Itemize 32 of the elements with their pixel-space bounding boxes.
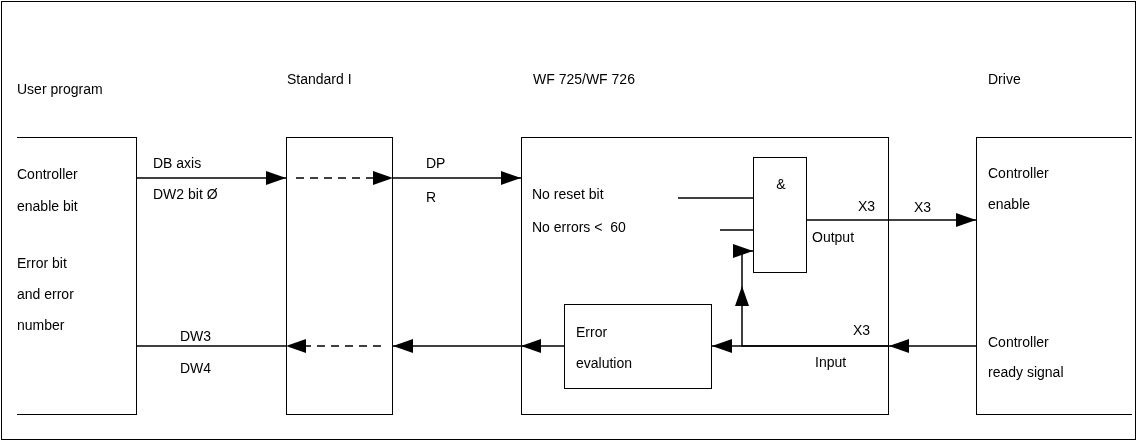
port-label: Input <box>815 353 847 371</box>
block-heading: Drive <box>988 70 1021 88</box>
box-text: & <box>775 175 787 193</box>
signal-text: Controller enable <box>988 164 1050 214</box>
signal-text: Controller ready signal <box>988 333 1065 382</box>
input-label: No reset bit <box>532 185 604 203</box>
connector-arrow <box>888 339 977 353</box>
signal-label: R <box>426 188 437 206</box>
process-box <box>564 304 712 389</box>
connector-arrow <box>136 171 287 185</box>
pin-label: X3 <box>914 198 932 216</box>
port-label: Output <box>812 228 855 246</box>
signal-label: DP <box>426 154 446 172</box>
block-heading: User program <box>17 80 103 98</box>
pin-label: X3 <box>858 197 876 215</box>
signal-label: DW2 bit Ø <box>153 185 218 203</box>
signal-label: DW3 <box>180 327 212 345</box>
and-gate <box>753 157 807 273</box>
signal-text: Controller enable bit <box>17 165 79 216</box>
block-heading: Standard I <box>287 70 352 88</box>
connector-arrow <box>520 339 565 353</box>
connector-arrow <box>392 171 522 185</box>
block-heading: WF 725/WF 726 <box>533 70 635 88</box>
box-text: Error evalution <box>576 323 634 373</box>
connector-arrow <box>806 213 977 227</box>
connector-arrow <box>392 339 522 353</box>
input-label: No errors < 60 <box>532 218 626 236</box>
pin-label: X3 <box>853 321 871 339</box>
connector-arrow <box>733 244 890 347</box>
signal-text: Error bit and error number <box>17 254 75 335</box>
signal-label: DB axis <box>153 154 202 172</box>
signal-label: DW4 <box>180 359 212 377</box>
